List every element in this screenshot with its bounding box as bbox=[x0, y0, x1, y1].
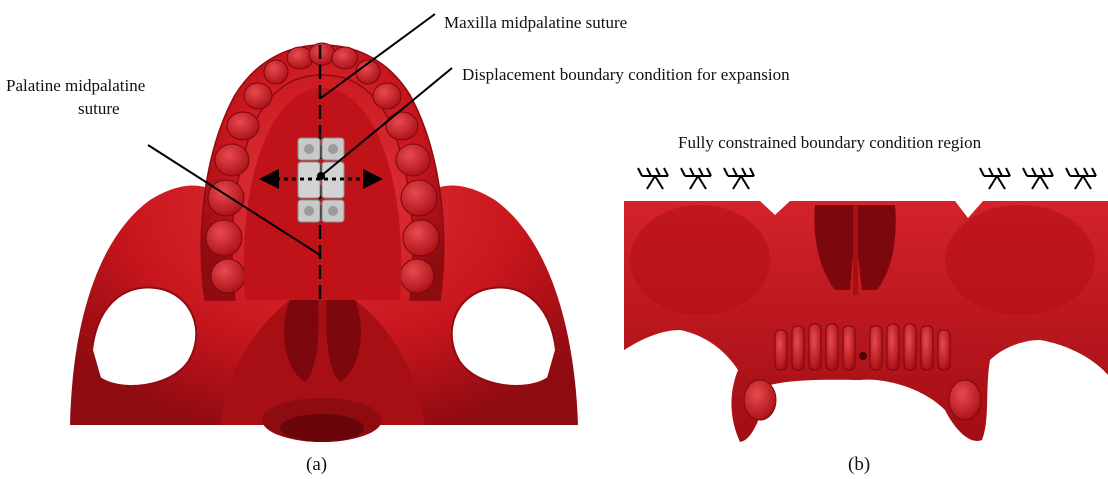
skull-base-render-a bbox=[70, 43, 578, 442]
caption-a: (a) bbox=[306, 454, 327, 475]
right-cheek-shade bbox=[945, 205, 1095, 315]
fixed-support-hatch-icon bbox=[1023, 168, 1053, 189]
label-palatine-suture-line1: Palatine midpalatine bbox=[6, 76, 145, 95]
skull-section-render-b bbox=[624, 201, 1108, 442]
label-displacement-bc: Displacement boundary condition for expa… bbox=[462, 65, 790, 84]
incisive-foramen bbox=[859, 352, 867, 360]
label-maxilla-suture: Maxilla midpalatine suture bbox=[444, 13, 627, 32]
fixed-support-hatch-icon bbox=[638, 168, 668, 189]
constraint-symbols-left bbox=[638, 168, 754, 189]
fixed-support-hatch-icon bbox=[681, 168, 711, 189]
nasal-septum bbox=[853, 205, 858, 295]
fixed-support-hatch-icon bbox=[1066, 168, 1096, 189]
fixed-support-hatch-icon bbox=[980, 168, 1010, 189]
left-cheek-shade bbox=[630, 205, 770, 315]
constraint-symbols-right bbox=[980, 168, 1096, 189]
label-palatine-suture-line2: suture bbox=[78, 99, 120, 118]
panel-b: Fully constrained boundary condition reg… bbox=[624, 133, 1108, 475]
fixed-support-hatch-icon bbox=[724, 168, 754, 189]
caption-b: (b) bbox=[848, 454, 870, 475]
foramen-magnum bbox=[280, 414, 364, 442]
label-fully-constrained: Fully constrained boundary condition reg… bbox=[678, 133, 982, 152]
